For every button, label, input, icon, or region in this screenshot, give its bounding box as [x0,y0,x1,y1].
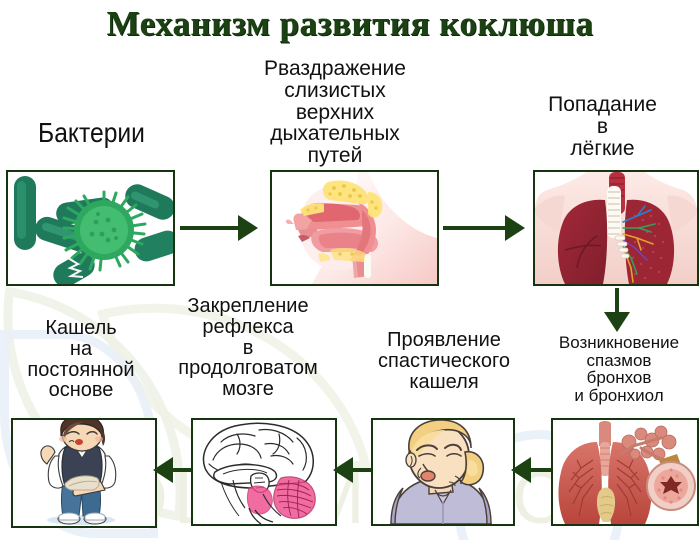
arrow-bacteria-to-mucosa [180,213,258,243]
brain-medulla-oblongata-image [193,420,335,524]
page-title: Механизм развития коклюша [106,4,594,43]
arrow-lungs-to-spasm [602,288,632,332]
image-frame-bacteria [6,170,175,286]
arrow-mucosa-to-lungs [443,213,525,243]
arrow-spasm-to-cough [511,455,551,485]
image-frame-mucosa [270,170,439,286]
image-frame-spasm [551,418,699,526]
arrow-cough-to-reflex [333,455,371,485]
bordetella-pertussis-bacteria-image [8,172,173,284]
caption-reflex: Закрепление рефлекса в продолговатом моз… [178,295,318,401]
image-frame-lungs [533,170,699,286]
caption-lungs: Попадание в лёгкие [548,93,657,160]
caption-mucosa: Рваздражение слизистых верхних дыхательн… [264,57,406,168]
lungs-in-torso-image [535,172,697,284]
image-frame-reflex [191,418,337,526]
caption-spastic-cough: Проявление спастического кашеля [378,329,510,393]
caption-bacteria: Бактерии [38,117,145,148]
caption-spasm: Возникновение спазмов бронхов и бронхиол [558,333,680,406]
upper-respiratory-tract-cross-section-image [272,172,437,284]
coughing-boy-illustration [13,420,155,526]
image-frame-spastic-cough [371,418,515,526]
caption-chronic-cough: Кашель на постоянной основе [27,317,135,402]
image-frame-chronic-cough [11,418,157,528]
coughing-woman-illustration [373,420,513,524]
arrow-reflex-to-chronic [153,455,191,485]
bronchi-bronchiole-spasm-image [553,420,697,524]
